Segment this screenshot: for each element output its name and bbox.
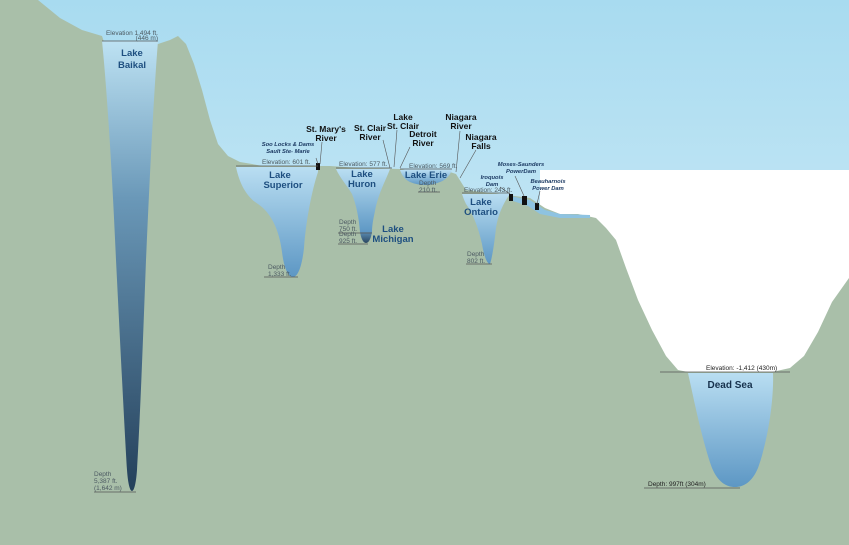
- lake-huron-water: [336, 169, 390, 233]
- superior-depth-value: 1,333 ft.: [268, 271, 292, 278]
- baikal-depth-label: Depth: [94, 471, 112, 478]
- huron-name-line1: Lake: [351, 169, 373, 180]
- st-marys-label-1: St. Mary's: [306, 124, 346, 134]
- ontario-elevation-label: Elevation: 243 ft.: [464, 187, 513, 194]
- huron-depth-value: 750 ft.: [339, 226, 357, 233]
- lake-erie-water: [400, 170, 452, 185]
- ontario-depth-label: Depth: [467, 251, 485, 258]
- detroit-label-2: River: [412, 138, 434, 148]
- beauharnois-pointer: [536, 190, 541, 205]
- michigan-name-line2: Michigan: [372, 234, 413, 245]
- lake-st-clair-label-2: St. Clair: [387, 121, 420, 131]
- soo-dam-label-1: Soo Locks & Dams: [262, 142, 315, 148]
- st-lawrence-water: [510, 196, 590, 218]
- lake-michigan-water: [360, 232, 372, 243]
- baikal-name-line2: Baikal: [118, 60, 146, 71]
- st-clair-river-pointer: [382, 139, 391, 169]
- moses-dam-label-1: Moses-Saunders: [498, 162, 545, 168]
- huron-name-line2: Huron: [348, 179, 376, 190]
- dead-sea-water: [688, 373, 774, 487]
- superior-depth-label: Depth: [268, 264, 286, 271]
- erie-elevation-label: Elevation: 569 ft.: [409, 163, 458, 170]
- niagara-river-label-1: Niagara: [445, 112, 476, 122]
- michigan-name-line1: Lake: [382, 224, 404, 235]
- detroit-pointer: [399, 146, 411, 169]
- niagara-falls-pointer: [459, 149, 477, 179]
- erie-depth-label: Depth: [419, 180, 437, 187]
- st-clair-river-label-1: St. Clair: [354, 123, 387, 133]
- niagara-falls-label-1: Niagara: [465, 132, 496, 142]
- baikal-elevation-metric: (446 m): [136, 35, 158, 42]
- baikal-depth-ft: 5,387 ft.: [94, 478, 118, 485]
- michigan-depth-value: 925 ft.: [339, 238, 357, 245]
- dead-sea-depth-label: Depth: 997ft (304m): [648, 481, 706, 488]
- lake-st-clair-label-1: Lake: [393, 112, 413, 122]
- niagara-river-label-2: River: [450, 121, 472, 131]
- lake-superior-water: [236, 167, 318, 277]
- detroit-label-1: Detroit: [409, 129, 437, 139]
- superior-name-line2: Superior: [263, 180, 302, 191]
- baikal-depth-m: (1,642 m): [94, 485, 122, 492]
- moses-pointer: [514, 175, 525, 197]
- iroquois-pointer: [499, 186, 511, 195]
- dead-sea-name: Dead Sea: [707, 380, 752, 391]
- ontario-name-line1: Lake: [470, 197, 492, 208]
- soo-dam: [316, 163, 320, 170]
- st-clair-river-label-2: River: [359, 132, 381, 142]
- erie-name: Lake Erie: [405, 170, 447, 181]
- moses-dam-label-2: PowerDam: [506, 169, 536, 175]
- huron-depth-label: Depth: [339, 219, 357, 226]
- iroquois-dam-label-2: Dam: [486, 182, 499, 188]
- beauharnois-dam: [535, 203, 539, 210]
- iroquois-dam-label-1: Iroquois: [481, 175, 505, 181]
- erie-depth-value: 210 ft.: [419, 187, 437, 194]
- baikal-elevation-label: Elevation 1,494 ft.: [106, 30, 158, 37]
- beauharnois-dam-label-2: Power Dam: [532, 186, 564, 192]
- niagara-falls-label-2: Falls: [471, 141, 491, 151]
- st-marys-label-2: River: [315, 133, 337, 143]
- soo-pointer: [315, 157, 319, 165]
- michigan-depth-label: Depth: [339, 231, 357, 238]
- lake-st-clair-pointer: [393, 129, 398, 168]
- niagara-river-pointer: [455, 130, 461, 173]
- superior-elevation-label: Elevation: 601 ft.: [262, 159, 311, 166]
- superior-name-line1: Lake: [269, 170, 291, 181]
- st-marys-pointer: [319, 141, 323, 165]
- soo-dam-label-2: Sault Ste- Marie: [266, 149, 310, 155]
- baikal-name-line1: Lake: [121, 48, 143, 59]
- lake-ontario-water: [462, 194, 510, 264]
- ontario-depth-value: 802 ft.: [467, 258, 485, 265]
- beauharnois-dam-label-1: Beauharnois: [530, 179, 566, 185]
- lake-baikal-water: [102, 41, 158, 491]
- dead-sea-elevation-label: Elevation: -1,412 (430m): [706, 365, 777, 372]
- iroquois-dam: [509, 194, 513, 201]
- ontario-name-line2: Ontario: [464, 207, 498, 218]
- moses-dam: [522, 196, 527, 205]
- huron-elevation-label: Elevation: 577 ft.: [339, 161, 388, 168]
